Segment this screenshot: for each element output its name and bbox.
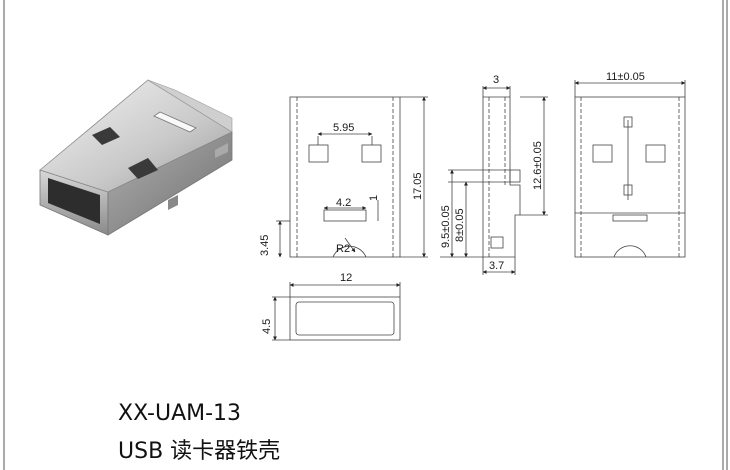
side-height-label: 12.6±0.05: [532, 141, 544, 190]
side-top-label: 3: [493, 74, 499, 86]
end-height-label: 4.5: [261, 319, 273, 334]
back-width-label: 11±0.05: [606, 71, 645, 83]
end-view: [272, 282, 401, 341]
front-tab-width-label: 4.2: [336, 197, 351, 209]
product-code: XX-UAM-13: [118, 401, 241, 426]
side-low-label: 8±0.05: [454, 208, 466, 242]
front-height-label: 17.05: [412, 172, 424, 200]
front-slot-width-label: 5.95: [333, 122, 354, 134]
side-base-label: 3.7: [489, 260, 504, 272]
front-view: [276, 96, 428, 258]
back-view: [574, 80, 686, 258]
front-bottom-label: 3.45: [259, 235, 271, 256]
front-radius-label: R2: [336, 243, 350, 255]
sheet-frame: [3, 0, 728, 470]
product-3d-view: [39, 79, 233, 236]
side-mid-label: 9.5±0.05: [440, 205, 452, 248]
end-width-label: 12: [340, 272, 352, 284]
product-description: USB 读卡器铁壳: [118, 439, 280, 464]
front-tab-height-label: 1: [368, 195, 380, 201]
side-view: [440, 86, 548, 275]
